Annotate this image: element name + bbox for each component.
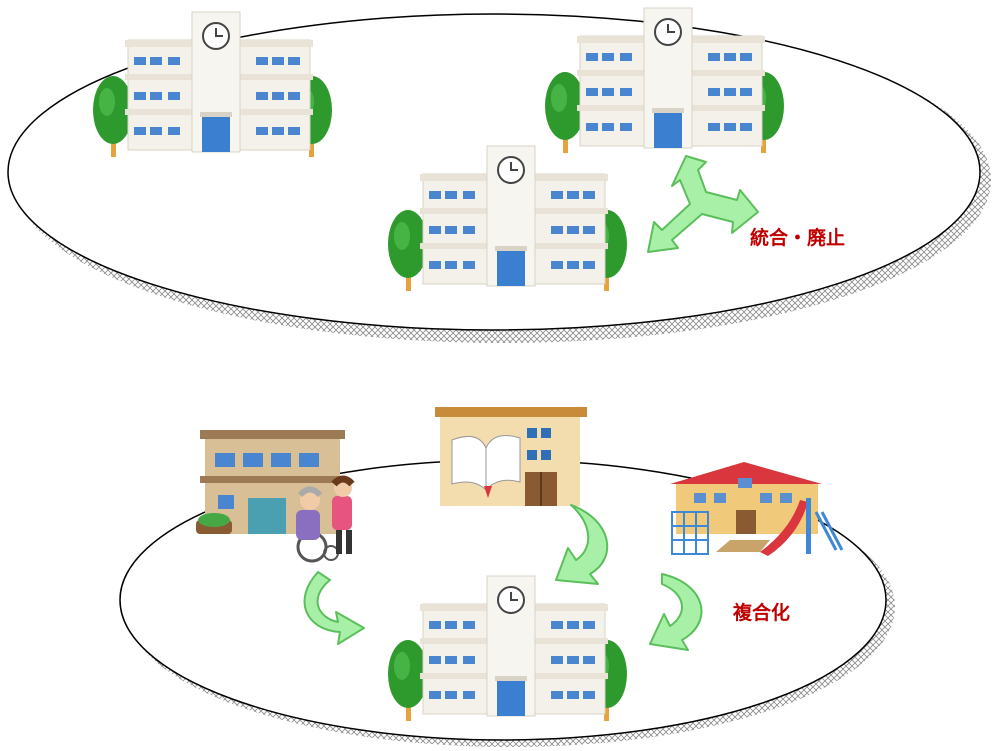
slide-icon xyxy=(716,498,844,556)
bottom-panel xyxy=(119,407,895,747)
care-home-icon xyxy=(196,430,345,534)
curved-arrow-icon xyxy=(649,573,703,651)
library-icon xyxy=(435,407,587,506)
merge-close-label: 統合・廃止 xyxy=(750,227,846,249)
combine-label: 複合化 xyxy=(733,602,791,624)
curved-arrow-icon xyxy=(555,504,609,585)
wheelchair-person-icon xyxy=(296,475,355,563)
kindergarten-icon xyxy=(670,462,844,556)
curved-arrow-icon xyxy=(303,571,365,645)
climbing-frame xyxy=(671,511,709,555)
top-panel xyxy=(7,7,991,343)
three-way-arrow-icon xyxy=(647,155,759,253)
open-book-icon xyxy=(451,435,521,498)
